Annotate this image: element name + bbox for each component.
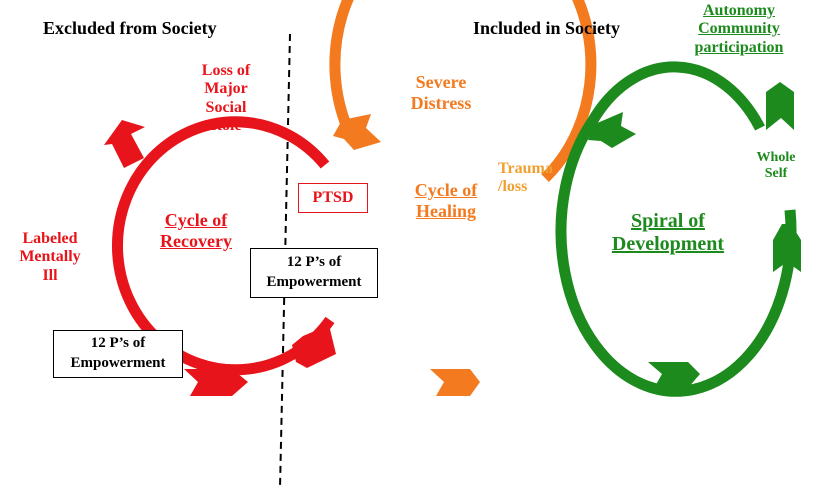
empowerment-left-line-1: 12 P’s of [90, 335, 146, 351]
labeled-line-1: Labeled [22, 230, 78, 247]
loss-role-line-2: Major [204, 80, 248, 98]
empowerment-box-left: 12 P’s of Empowerment [53, 330, 183, 378]
autonomy-participation-label: Autonomy Community participation [676, 2, 802, 57]
loss-role-line-1: Loss of [201, 62, 251, 79]
empowerment-mid-line-1: 12 P’s of [286, 254, 342, 270]
cycle-healing-line-2: Healing [415, 200, 476, 221]
empowerment-box-middle: 12 P’s of Empowerment [250, 248, 378, 298]
empowerment-left-line-2: Empowerment [70, 354, 166, 371]
severe-line-1: Severe [415, 72, 467, 92]
cycle-recovery-line-1: Cycle of [164, 210, 228, 230]
red-arrowhead-right [292, 325, 336, 368]
cycle-healing-line-1: Cycle of [414, 180, 478, 200]
spiral-of-development-title: Spiral of Development [598, 210, 738, 256]
cycle-of-healing-title: Cycle of Healing [404, 180, 488, 221]
green-arrowhead-upper-left [588, 112, 636, 148]
orange-arrowhead-bottom [430, 369, 480, 396]
autonomy-text: Autonomy [702, 2, 775, 19]
ptsd-box: PTSD [298, 183, 368, 213]
severe-distress-label: Severe Distress [396, 72, 486, 113]
loss-of-role-label: Loss of Major Social Role [186, 62, 266, 136]
whole-line-2: Self [764, 166, 788, 182]
loss-role-line-4: Role [210, 117, 242, 135]
excluded-header: Excluded from Society [43, 18, 217, 38]
development-spiral-arc [555, 61, 797, 397]
severe-line-2: Distress [410, 92, 472, 113]
red-arrowhead-upper-left [104, 120, 145, 168]
recovery-cycle-arc [112, 116, 335, 376]
red-arrowhead-bottom [184, 369, 248, 396]
participation-text: participation [694, 38, 784, 56]
labeled-mentally-ill-label: Labeled Mentally Ill [8, 230, 92, 285]
trauma-line-1: Trauma [498, 160, 553, 177]
trauma-line-2: /loss [498, 178, 528, 196]
spiral-line-1: Spiral of [631, 210, 705, 232]
trauma-loss-label: Trauma /loss [498, 160, 553, 197]
green-arrowhead-bottom [648, 362, 700, 388]
loss-role-line-3: Social [205, 98, 247, 116]
green-arrowhead-top-right [766, 82, 794, 130]
cycle-recovery-line-2: Recovery [160, 230, 232, 251]
whole-line-1: Whole [756, 150, 796, 165]
community-text: Community [698, 20, 780, 38]
healing-cycle-arc [329, 0, 597, 182]
empowerment-mid-line-2: Empowerment [266, 273, 362, 290]
green-arrowhead-right-lower [773, 224, 801, 272]
orange-arrowhead-upper-left [333, 114, 381, 150]
spiral-line-2: Development [611, 233, 725, 255]
whole-self-label: Whole Self [744, 150, 808, 182]
society-divider-line [279, 33, 291, 489]
included-header: Included in Society [473, 18, 621, 38]
cycle-of-recovery-title: Cycle of Recovery [146, 210, 246, 251]
labeled-line-2: Mentally [19, 248, 81, 266]
labeled-line-3: Ill [42, 266, 58, 284]
